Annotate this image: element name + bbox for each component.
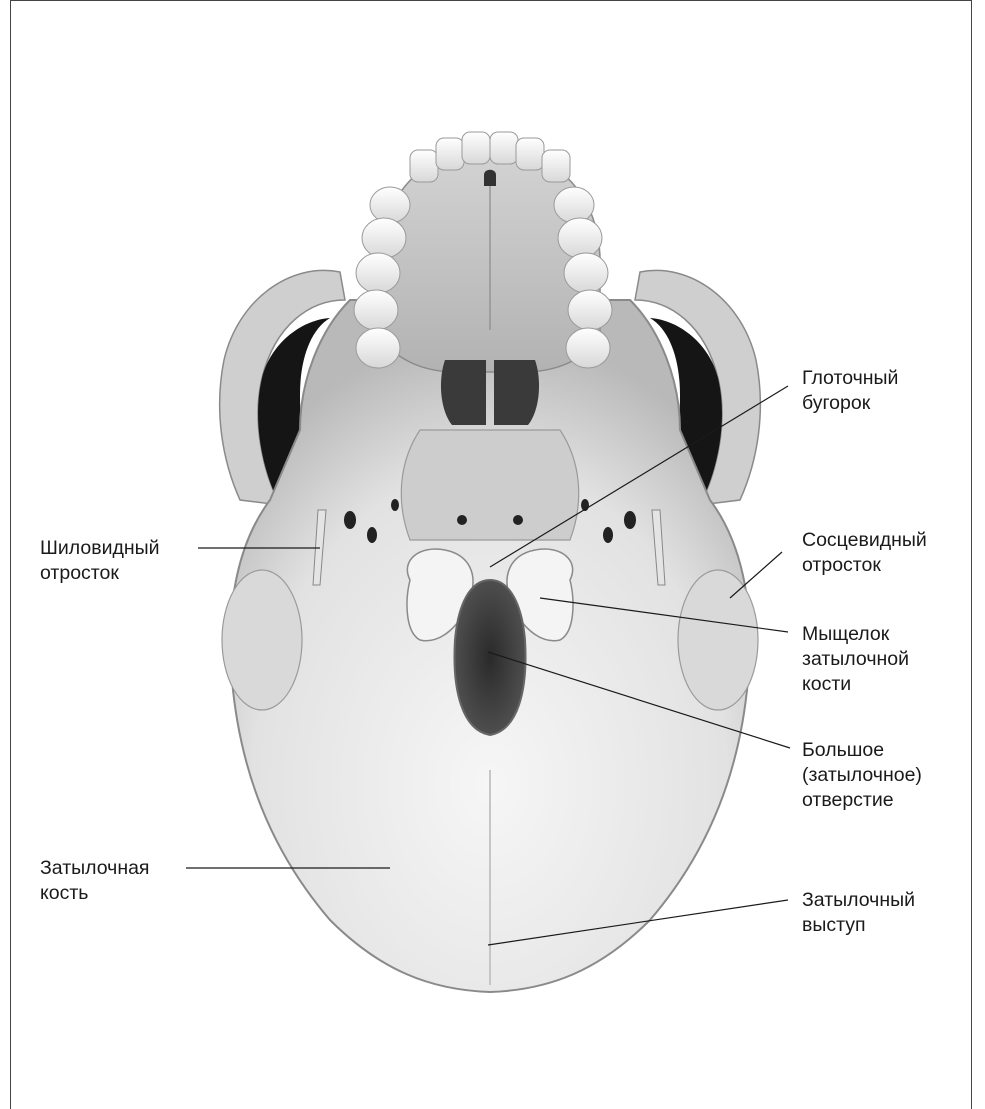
mastoid-left (222, 570, 302, 710)
choana-left (441, 360, 486, 425)
label-occipital-bone: Затылочная кость (40, 856, 150, 906)
label-pharyngeal-tubercle: Глоточный бугорок (802, 366, 898, 416)
label-occipital-protuberance: Затылочный выступ (802, 888, 915, 938)
label-occipital-condyle: Мыщелок затылочной кости (802, 622, 909, 697)
basal-region (401, 430, 578, 540)
label-foramen-magnum: Большое (затылочное) отверстие (802, 738, 922, 813)
incisive-foramen (484, 170, 496, 186)
choana-right (494, 360, 539, 425)
mastoid-right (678, 570, 758, 710)
foramen-magnum (454, 580, 525, 735)
label-styloid-process: Шиловидный отросток (40, 536, 160, 586)
label-mastoid-process: Сосцевидный отросток (802, 528, 927, 578)
